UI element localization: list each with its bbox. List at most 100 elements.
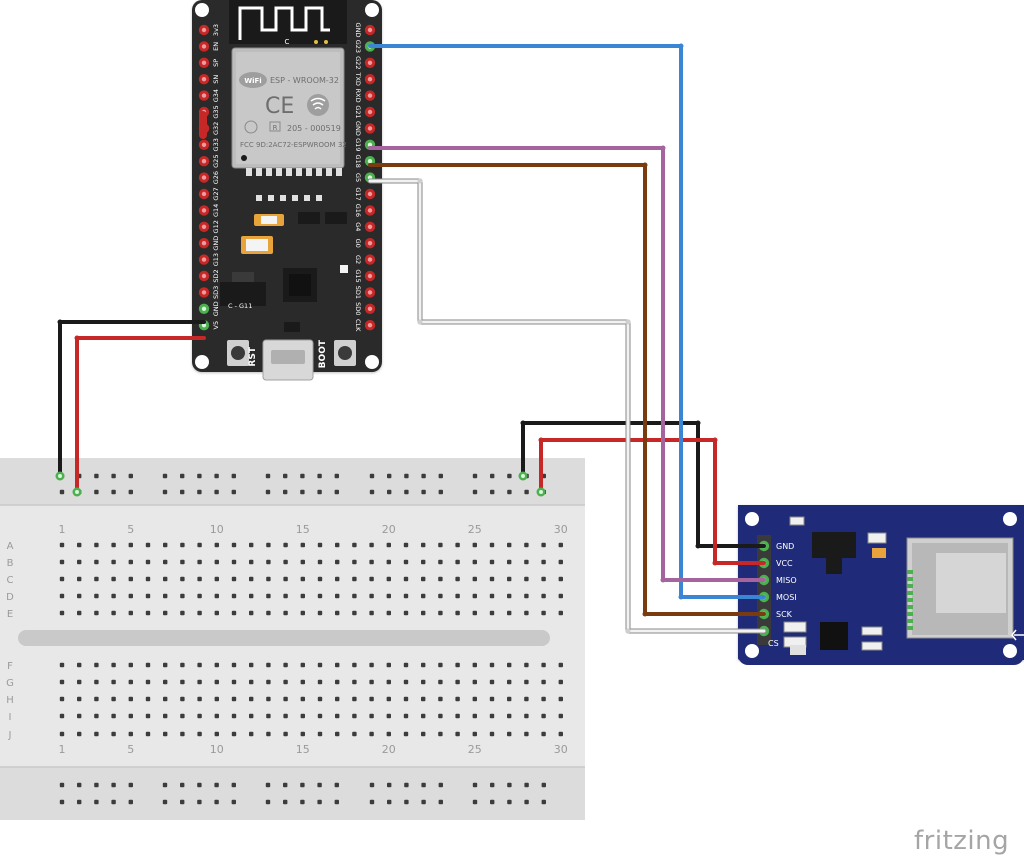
breadboard-hole[interactable] bbox=[231, 542, 237, 548]
breadboard-hole[interactable] bbox=[489, 542, 495, 548]
breadboard-hole[interactable] bbox=[352, 662, 357, 668]
breadboard-hole[interactable] bbox=[317, 696, 323, 702]
breadboard-hole[interactable] bbox=[77, 593, 82, 599]
breadboard-hole[interactable] bbox=[180, 662, 185, 668]
breadboard-hole[interactable] bbox=[404, 489, 409, 495]
breadboard-hole[interactable] bbox=[214, 576, 219, 582]
breadboard-hole[interactable] bbox=[180, 799, 185, 805]
breadboard-hole[interactable] bbox=[403, 696, 409, 702]
breadboard-hole[interactable] bbox=[403, 576, 409, 582]
breadboard-hole[interactable] bbox=[283, 542, 288, 548]
breadboard-hole[interactable] bbox=[403, 559, 409, 565]
breadboard-hole[interactable] bbox=[249, 679, 254, 685]
breadboard-hole[interactable] bbox=[421, 610, 426, 616]
breadboard-hole[interactable] bbox=[283, 696, 288, 702]
breadboard-hole[interactable] bbox=[387, 799, 392, 805]
breadboard-hole[interactable] bbox=[334, 799, 339, 805]
breadboard-hole[interactable] bbox=[94, 489, 99, 495]
breadboard-hole[interactable] bbox=[438, 679, 443, 685]
breadboard-hole[interactable] bbox=[472, 696, 477, 702]
breadboard-hole[interactable] bbox=[180, 489, 185, 495]
breadboard-hole[interactable] bbox=[403, 610, 409, 616]
breadboard-hole[interactable] bbox=[111, 542, 116, 548]
breadboard-hole[interactable] bbox=[507, 731, 512, 737]
breadboard-hole[interactable] bbox=[472, 799, 478, 805]
breadboard-hole[interactable] bbox=[163, 696, 168, 702]
breadboard-hole[interactable] bbox=[524, 799, 529, 805]
breadboard-hole[interactable] bbox=[455, 593, 460, 599]
breadboard-hole[interactable] bbox=[369, 782, 375, 788]
breadboard-hole[interactable] bbox=[558, 542, 563, 548]
breadboard-hole[interactable] bbox=[300, 731, 305, 737]
breadboard-hole[interactable] bbox=[386, 542, 391, 548]
breadboard-hole[interactable] bbox=[335, 542, 340, 548]
breadboard-hole[interactable] bbox=[386, 713, 391, 719]
breadboard-hole[interactable] bbox=[558, 713, 563, 719]
breadboard-hole[interactable] bbox=[94, 696, 99, 702]
breadboard-hole[interactable] bbox=[541, 576, 546, 582]
breadboard-hole[interactable] bbox=[335, 593, 340, 599]
breadboard-hole[interactable] bbox=[59, 489, 65, 495]
breadboard-hole[interactable] bbox=[128, 473, 133, 479]
breadboard-hole[interactable] bbox=[77, 799, 82, 805]
breadboard-hole[interactable] bbox=[472, 782, 478, 788]
breadboard-hole[interactable] bbox=[489, 713, 495, 719]
breadboard-hole[interactable] bbox=[300, 576, 305, 582]
breadboard-hole[interactable] bbox=[369, 713, 374, 719]
breadboard-hole[interactable] bbox=[541, 559, 546, 565]
breadboard-hole[interactable] bbox=[335, 610, 340, 616]
breadboard-hole[interactable] bbox=[403, 593, 409, 599]
breadboard-hole[interactable] bbox=[455, 662, 460, 668]
breadboard-hole[interactable] bbox=[352, 731, 357, 737]
breadboard-hole[interactable] bbox=[300, 713, 305, 719]
breadboard-hole[interactable] bbox=[386, 593, 391, 599]
breadboard-hole[interactable] bbox=[94, 559, 99, 565]
breadboard-hole[interactable] bbox=[128, 799, 133, 805]
breadboard-hole[interactable] bbox=[214, 696, 219, 702]
breadboard-hole[interactable] bbox=[386, 696, 391, 702]
breadboard-hole[interactable] bbox=[231, 731, 237, 737]
breadboard-hole[interactable] bbox=[249, 542, 254, 548]
breadboard-hole[interactable] bbox=[145, 731, 151, 737]
breadboard-hole[interactable] bbox=[541, 542, 546, 548]
breadboard-hole[interactable] bbox=[214, 559, 219, 565]
breadboard-hole[interactable] bbox=[369, 679, 374, 685]
breadboard-hole[interactable] bbox=[214, 799, 219, 805]
breadboard-hole[interactable] bbox=[266, 679, 271, 685]
breadboard-hole[interactable] bbox=[162, 799, 168, 805]
breadboard-hole[interactable] bbox=[317, 731, 323, 737]
breadboard-hole[interactable] bbox=[472, 662, 477, 668]
breadboard-hole[interactable] bbox=[59, 713, 65, 719]
breadboard-hole[interactable] bbox=[163, 542, 168, 548]
breadboard-hole[interactable] bbox=[335, 576, 340, 582]
breadboard-hole[interactable] bbox=[300, 696, 305, 702]
breadboard-hole[interactable] bbox=[507, 799, 512, 805]
breadboard-hole[interactable] bbox=[59, 559, 65, 565]
breadboard-hole[interactable] bbox=[111, 731, 116, 737]
breadboard-hole[interactable] bbox=[352, 559, 357, 565]
breadboard-hole[interactable] bbox=[472, 731, 477, 737]
breadboard-hole[interactable] bbox=[266, 593, 271, 599]
breadboard-hole[interactable] bbox=[94, 731, 99, 737]
breadboard-hole[interactable] bbox=[489, 662, 495, 668]
breadboard-hole[interactable] bbox=[283, 489, 288, 495]
wire-miso-g19[interactable] bbox=[368, 146, 766, 582]
breadboard-hole[interactable] bbox=[266, 662, 271, 668]
breadboard-hole[interactable] bbox=[214, 662, 219, 668]
breadboard-hole[interactable] bbox=[266, 713, 271, 719]
breadboard-hole[interactable] bbox=[180, 731, 185, 737]
breadboard-hole[interactable] bbox=[300, 610, 305, 616]
breadboard-hole[interactable] bbox=[300, 662, 305, 668]
breadboard-hole[interactable] bbox=[507, 542, 512, 548]
breadboard-hole[interactable] bbox=[180, 610, 185, 616]
breadboard-hole[interactable] bbox=[335, 713, 340, 719]
breadboard-hole[interactable] bbox=[455, 610, 460, 616]
breadboard-hole[interactable] bbox=[111, 782, 116, 788]
breadboard-hole[interactable] bbox=[59, 576, 65, 582]
breadboard-hole[interactable] bbox=[180, 559, 185, 565]
breadboard-hole[interactable] bbox=[145, 662, 151, 668]
breadboard-hole[interactable] bbox=[421, 731, 426, 737]
breadboard-hole[interactable] bbox=[266, 576, 271, 582]
breadboard-hole[interactable] bbox=[128, 489, 133, 495]
breadboard-hole[interactable] bbox=[111, 559, 116, 565]
